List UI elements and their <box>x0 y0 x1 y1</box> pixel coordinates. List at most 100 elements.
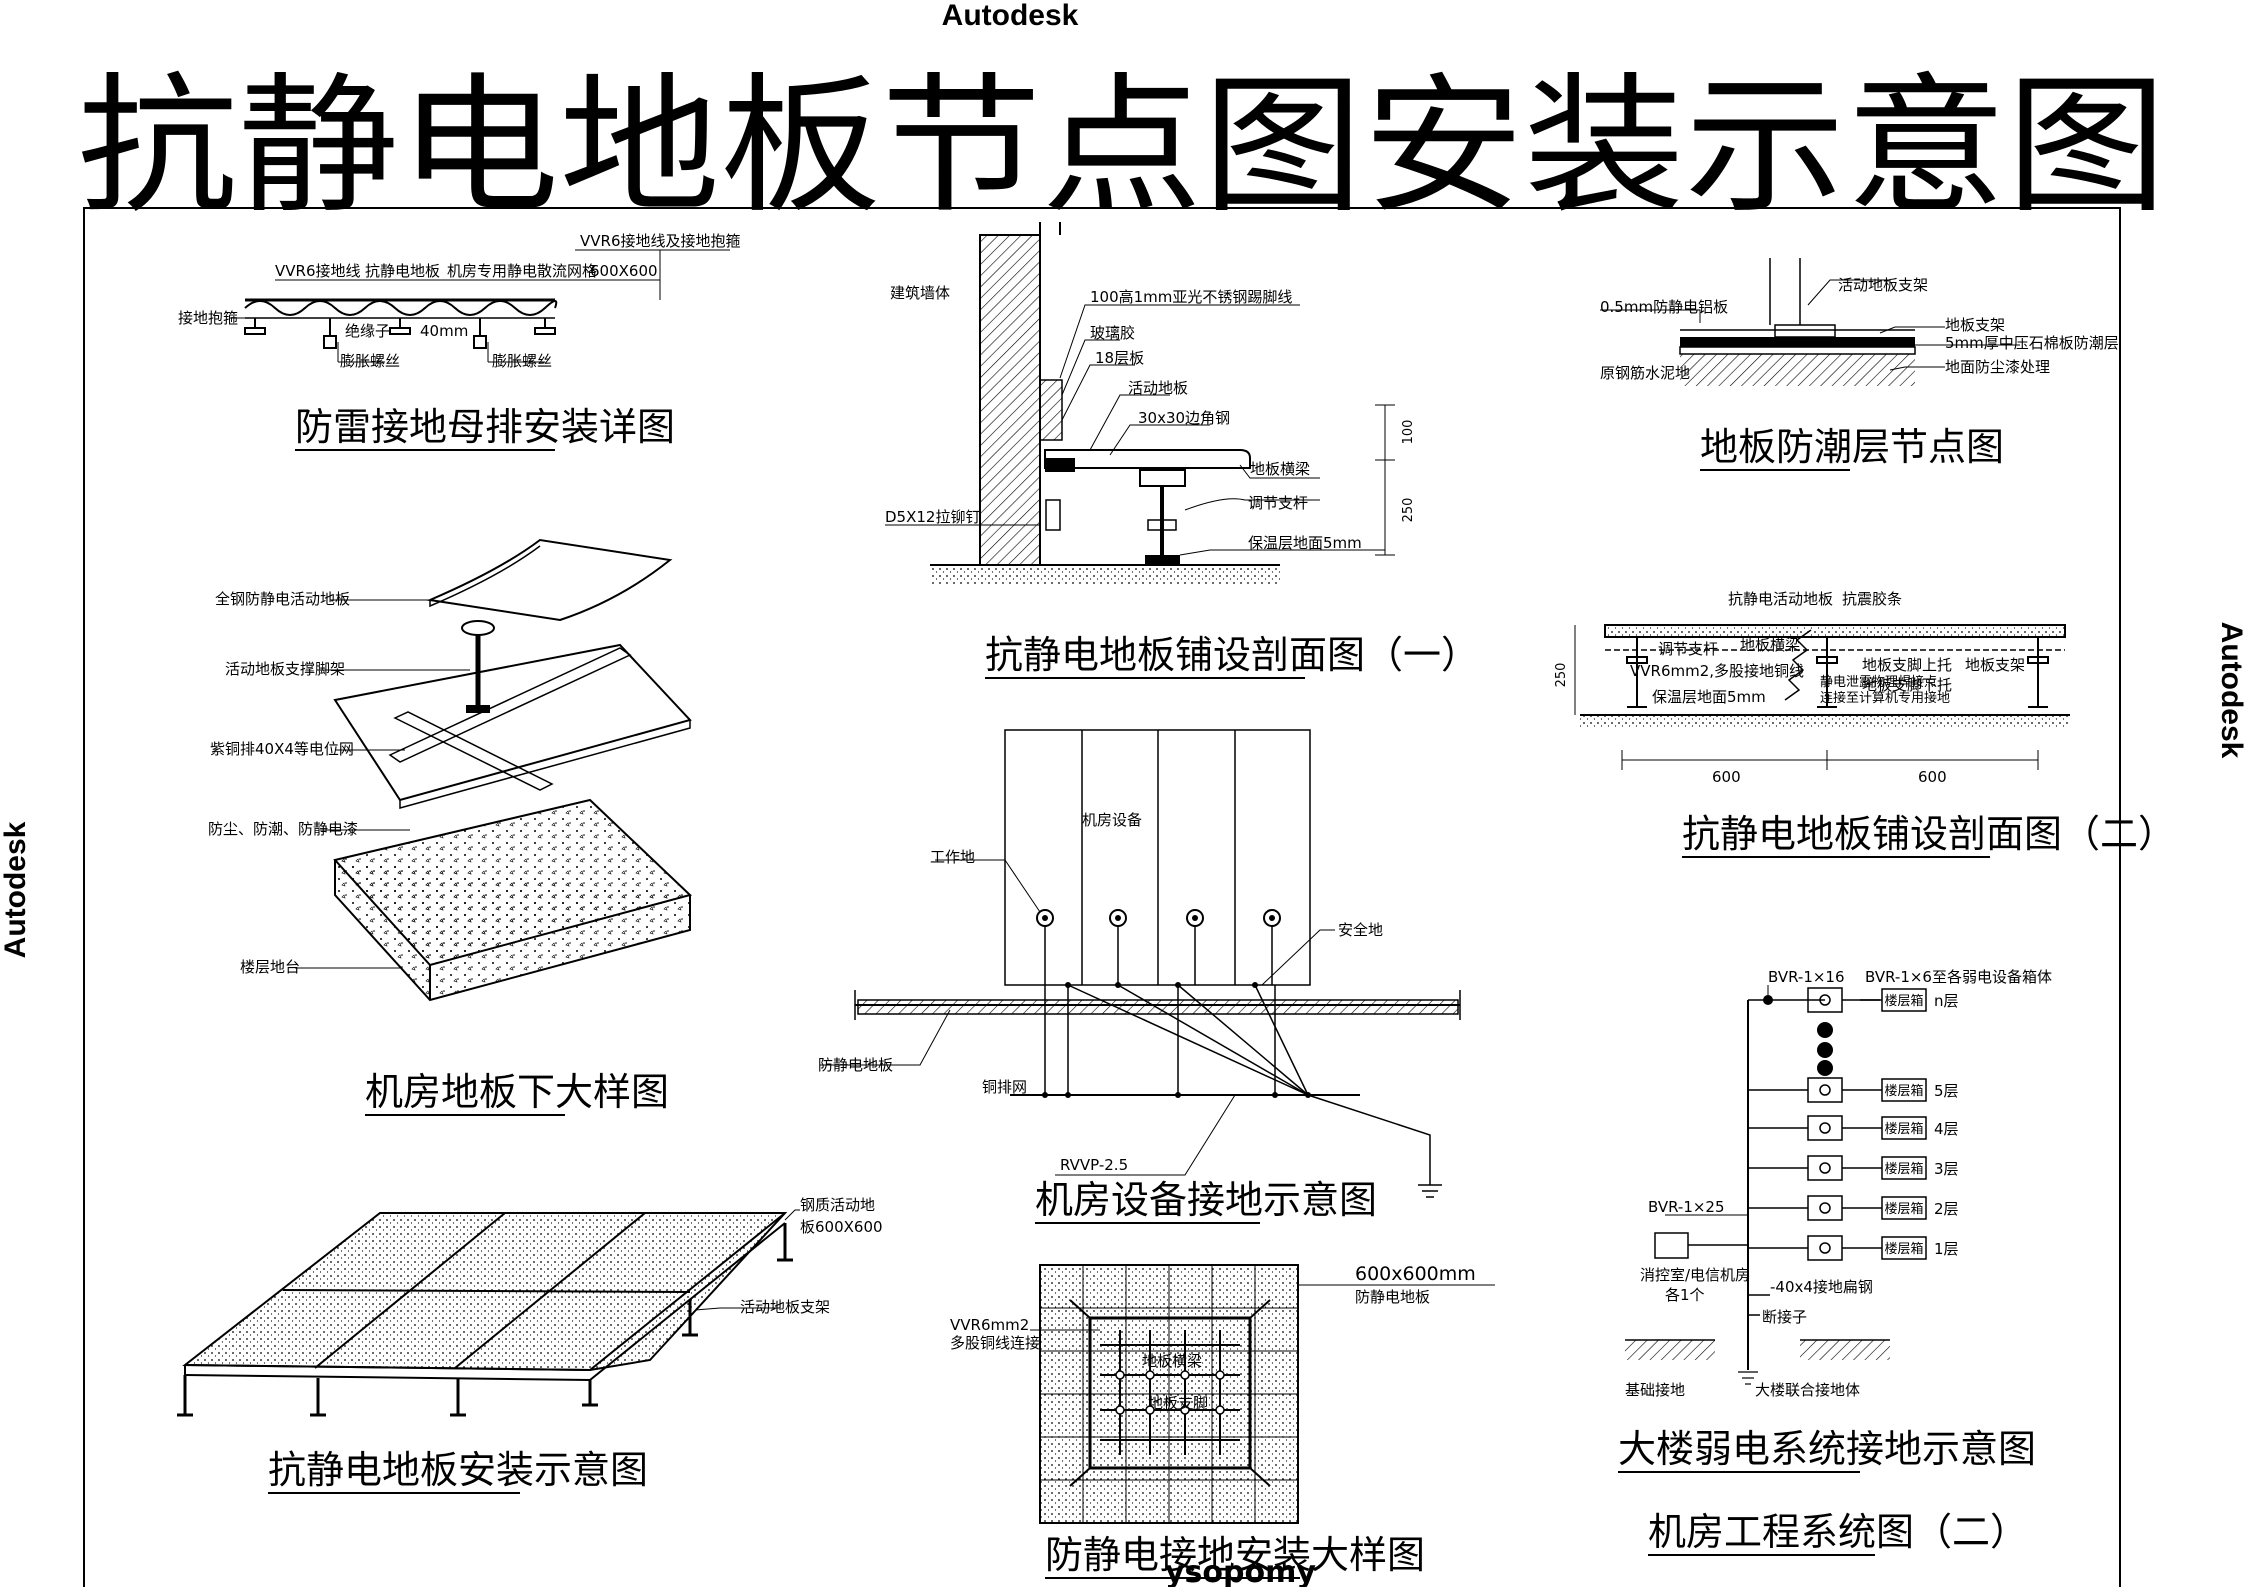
figure-caption: 大楼弱电系统接地示意图 <box>1618 1427 2036 1471</box>
label: VVR6接地线 <box>275 262 361 280</box>
label: 原钢筋水泥地 <box>1600 364 1690 382</box>
floor-box <box>1881 1236 1927 1260</box>
label: 建筑墙体 <box>890 284 950 302</box>
label: 断接子 <box>1762 1308 1807 1326</box>
label: 基础接地 <box>1625 1381 1685 1399</box>
label: 地板支脚 <box>1148 1394 1208 1412</box>
label: 接地抱箍 <box>178 309 238 327</box>
label: 600x600mm <box>1355 1263 1476 1285</box>
label: 0.5mm防静电铝板 <box>1600 298 1728 316</box>
floor-box-label: 楼层箱 <box>1884 1121 1923 1137</box>
floor-label: 2层 <box>1934 1200 1959 1218</box>
meter-icon <box>1807 1235 1843 1261</box>
label: 250 <box>1401 498 1416 523</box>
label: 防尘、防潮、防静电漆 <box>208 820 358 838</box>
label: 工作地 <box>930 848 975 866</box>
label: 楼层地台 <box>240 958 300 976</box>
figure-section-2: 抗静电活动地板 抗震胶条 调节支杆 地板横梁 VVR6mm2,多股接地铜线 地板… <box>1554 590 2176 858</box>
label: 调节支杆 <box>1658 640 1718 658</box>
figure-caption: 机房地板下大样图 <box>365 1070 669 1114</box>
label: 地板横梁 <box>1740 636 1800 654</box>
figure-floor-install: 钢质活动地 板600X600 活动地板支架 抗静电地板安装示意图 <box>177 1196 883 1494</box>
label: 连接至计算机专用接地 <box>1820 690 1950 706</box>
meter-icon <box>1807 1155 1843 1181</box>
label: 活动地板支架 <box>740 1298 830 1316</box>
floor-box-label: 楼层箱 <box>1884 1241 1923 1257</box>
floor-label: 1层 <box>1934 1240 1959 1258</box>
floor-label: n层 <box>1934 992 1959 1010</box>
floor-box-label: 楼层箱 <box>1884 993 1923 1009</box>
figure-caption: 抗静电地板铺设剖面图（一） <box>985 633 1479 677</box>
floor-box <box>1881 988 1927 1012</box>
label: 铜排网 <box>982 1078 1027 1096</box>
label: 紫铜排40X4等电位网 <box>210 740 354 758</box>
label: 膨胀螺丝 <box>340 352 400 370</box>
figure-caption: 防静电接地安装大样图 <box>1045 1533 1425 1577</box>
label: BVR-1×25 <box>1648 1198 1725 1216</box>
label: 各1个 <box>1665 1286 1705 1304</box>
figure-caption: 防雷接地母排安装详图 <box>295 405 675 449</box>
meter-icon <box>1807 1115 1843 1141</box>
floor-box-label: 楼层箱 <box>1884 1161 1923 1177</box>
figure-caption: 地板防潮层节点图 <box>1700 425 2004 469</box>
label: 调节支杆 <box>1248 494 1308 512</box>
label: 地板支脚下托 <box>1862 676 1952 694</box>
label: 防静电地板 <box>818 1056 893 1074</box>
figure-equipment-grounding: 机房设备 工作地 安全地 防静电地板 铜排网 RVVP-2.5 机房设备接地示意… <box>818 729 1461 1224</box>
label: BVR-1×16 <box>1768 968 1845 986</box>
figure-lightning: VVR6接地线 抗静电地板 机房专用静电散流网格 600X600 VVR6接地线… <box>178 232 741 451</box>
figure-under-floor: 全钢防静电活动地板 活动地板支撑脚架 紫铜排40X4等电位网 防尘、防潮、防静电… <box>208 538 692 1116</box>
floor-box <box>1881 1196 1927 1220</box>
label: 玻璃胶 <box>1090 324 1135 342</box>
figure-caption: 抗静电地板铺设剖面图（二） <box>1682 812 2176 856</box>
floor-label: 3层 <box>1934 1160 1959 1178</box>
watermark-top: Autodesk <box>942 0 1079 32</box>
label: 18层板 <box>1095 349 1144 367</box>
label: VVR6mm2,多股接地铜线 <box>1630 662 1804 680</box>
label: 地板支架 <box>1965 656 2025 674</box>
watermark-left: Autodesk <box>0 821 32 958</box>
floor-box <box>1881 1116 1927 1140</box>
label: 5mm厚中压石棉板防潮层 <box>1945 334 2119 352</box>
label: VVR6接地线及接地抱箍 <box>580 232 741 250</box>
label: 100 <box>1401 420 1416 445</box>
label: VVR6mm2 <box>950 1316 1029 1334</box>
label: -40x4接地扁钢 <box>1770 1278 1873 1296</box>
label: 600X600 <box>590 262 658 280</box>
label: 600 <box>1712 768 1741 786</box>
label: 钢质活动地 <box>800 1196 875 1214</box>
label: 250 <box>1554 663 1569 688</box>
label: 多股铜线连接 <box>950 1334 1040 1352</box>
label: 抗静电活动地板 <box>1728 590 1833 608</box>
floor-label: 4层 <box>1934 1120 1959 1138</box>
label: 40mm <box>420 322 468 340</box>
figure-caption: 机房设备接地示意图 <box>1035 1178 1377 1222</box>
label: 膨胀螺丝 <box>492 352 552 370</box>
label: 地板横梁 <box>1250 460 1310 478</box>
label: 活动地板支撑脚架 <box>225 660 345 678</box>
label: 防静电地板 <box>1355 1288 1430 1306</box>
label: 大楼联合接地体 <box>1755 1381 1860 1399</box>
label: 机房设备 <box>1082 811 1142 829</box>
figure-moisture: 0.5mm防静电铝板 活动地板支架 地板支架 5mm厚中压石棉板防潮层 原钢筋水… <box>1600 258 2119 471</box>
label: D5X12拉铆钉 <box>885 508 980 526</box>
floor-box-label: 楼层箱 <box>1884 1201 1923 1217</box>
label: 机房专用静电散流网格 <box>447 262 597 280</box>
label: 消控室/电信机房 <box>1640 1266 1750 1284</box>
label: 保温层地面5mm <box>1652 688 1766 706</box>
label: 保温层地面5mm <box>1248 534 1362 552</box>
label: 抗静电地板 <box>365 262 440 280</box>
label: 600 <box>1918 768 1947 786</box>
label: 绝缘子 <box>345 322 390 340</box>
figure-section-1: 建筑墙体 100高1mm亚光不锈钢踢脚线 玻璃胶 18层板 活动地板 30x30… <box>885 222 1479 679</box>
page-title: 抗静电地板节点图安装示意图 <box>77 60 2167 234</box>
floor-box <box>1881 1156 1927 1180</box>
label: 板600X600 <box>800 1218 883 1236</box>
label: 安全地 <box>1338 921 1383 939</box>
label: 静电泄露物理焊接点 <box>1820 674 1937 690</box>
meter-icon <box>1807 1195 1843 1221</box>
label: 全钢防静电活动地板 <box>215 590 350 608</box>
label: 30x30边角钢 <box>1138 409 1230 427</box>
label: 100高1mm亚光不锈钢踢脚线 <box>1090 288 1292 306</box>
figure-caption-secondary: 机房工程系统图（二） <box>1648 1510 2028 1554</box>
